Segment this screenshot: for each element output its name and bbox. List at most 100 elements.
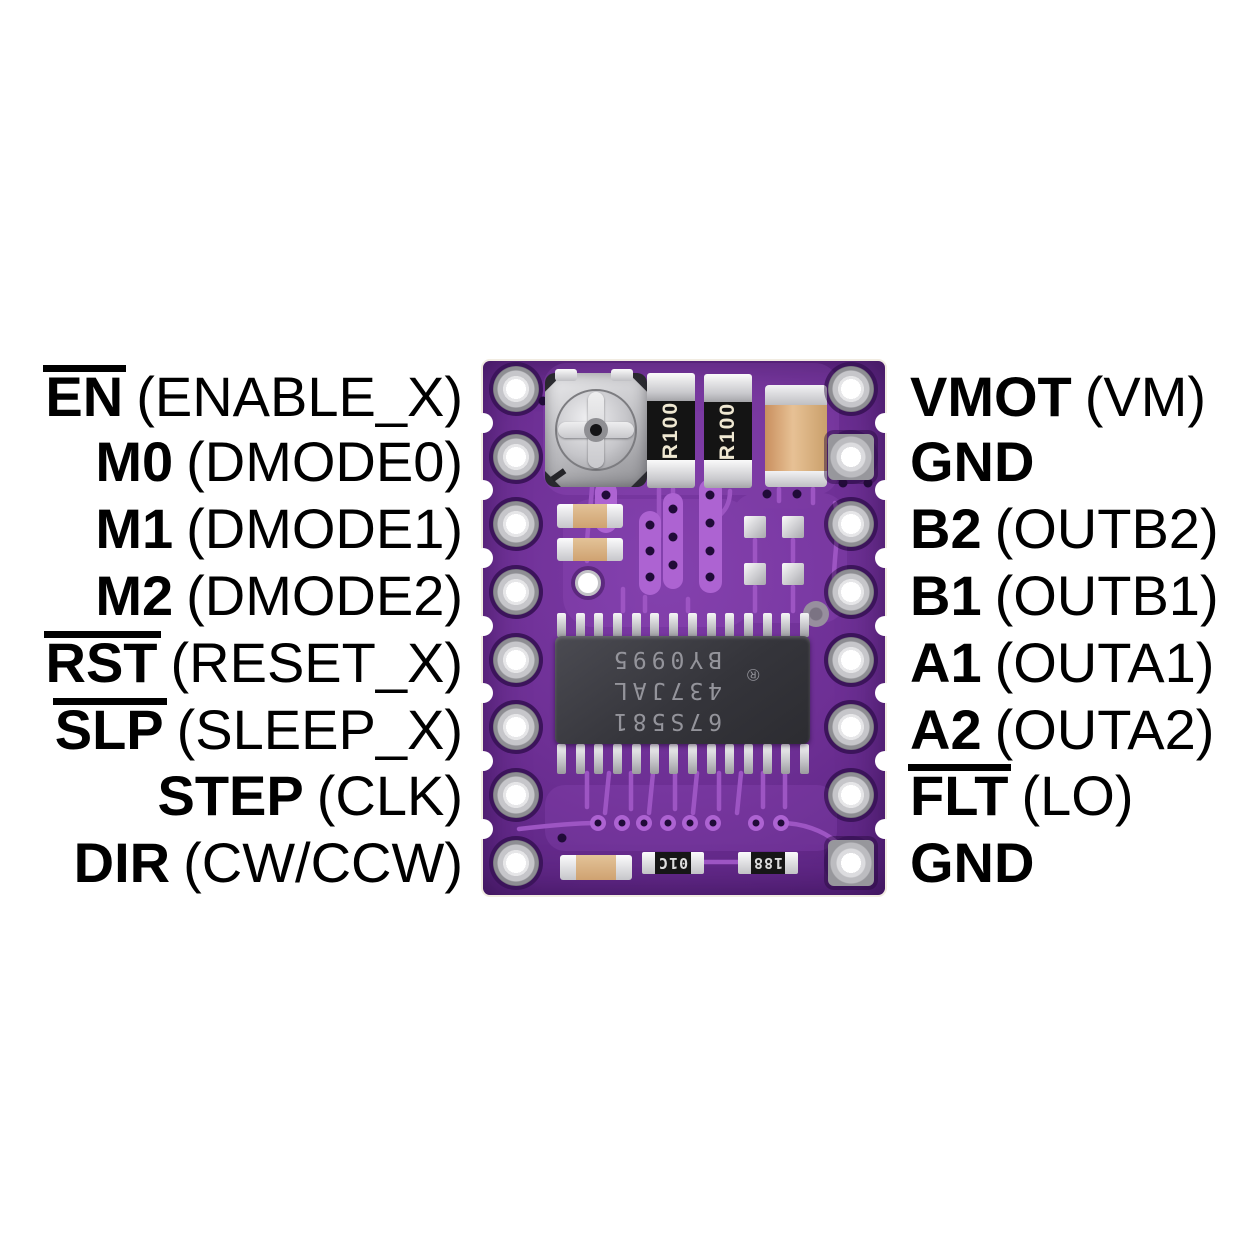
cap-end — [557, 538, 573, 561]
pin-name-b2: B2 — [910, 497, 982, 560]
pin-row-m2: M2(DMODE2) — [0, 563, 463, 629]
solder-pad — [782, 516, 804, 538]
pin-hole-a1 — [828, 637, 874, 683]
pin-hole-gnd-bottom — [828, 840, 874, 886]
chip-end — [642, 852, 655, 874]
cap-end — [607, 538, 623, 561]
bulk-capacitor — [765, 385, 827, 487]
pin-desc-slp: (SLEEP_X) — [176, 698, 463, 761]
chip-end — [738, 852, 751, 874]
cap-body — [573, 504, 607, 528]
chip-body: 188 — [751, 852, 785, 874]
pin-desc-a1: (OUTA1) — [994, 631, 1215, 694]
pin-desc-b1: (OUTB1) — [994, 564, 1219, 627]
solder-pad — [744, 563, 766, 585]
resistor-body: R100 — [704, 401, 752, 461]
pin-name-m1: M1 — [95, 497, 174, 560]
pin-name-vmot: VMOT — [910, 365, 1072, 428]
pin-row-b2: B2(OUTB2) — [910, 496, 1219, 562]
pin-row-m1: M1(DMODE1) — [0, 496, 463, 562]
smd-capacitor — [560, 855, 632, 880]
pin-hole-dir — [493, 840, 539, 886]
ic-pins-top — [557, 613, 809, 637]
cap-end — [557, 504, 573, 528]
driver-ic: 67S581 437JAL BY0995 ® — [555, 636, 810, 744]
pin-row-m0: M0(DMODE0) — [0, 429, 463, 495]
pin-name-rst: RST — [43, 631, 161, 694]
pin-row-slp: SLP(SLEEP_X) — [0, 697, 463, 763]
pin-hole-m2 — [493, 569, 539, 615]
pin-row-gnd-bottom: GND — [910, 830, 1047, 896]
chip-body: 01C — [655, 852, 691, 874]
pin-desc-step: (CLK) — [316, 764, 463, 827]
pin-desc-vmot: (VM) — [1084, 365, 1207, 428]
pin-name-en: EN — [43, 365, 126, 428]
trimpot-tab — [555, 369, 577, 381]
trimpot-center-hole — [590, 424, 602, 436]
resistor-cap — [704, 460, 752, 488]
resistor-body: R100 — [647, 401, 695, 460]
pin-desc-b2: (OUTB2) — [994, 497, 1219, 560]
pin-desc-en: (ENABLE_X) — [136, 365, 463, 428]
pin-hole-b2 — [828, 501, 874, 547]
chip-end — [785, 852, 798, 874]
pin-row-en: EN(ENABLE_X) — [0, 364, 463, 430]
pin-name-m0: M0 — [95, 430, 174, 493]
smd-resistor-188: 188 — [738, 852, 798, 874]
cap-body — [573, 538, 607, 561]
trimpot-notch — [550, 468, 567, 482]
pin-row-b1: B1(OUTB1) — [910, 563, 1219, 629]
pin-name-gnd-bottom: GND — [910, 831, 1035, 894]
smd-capacitor — [557, 504, 623, 528]
pin-name-step: STEP — [157, 764, 304, 827]
pin-hole-a2 — [828, 704, 874, 750]
chip-label: 188 — [752, 854, 784, 872]
pin-row-rst: RST(RESET_X) — [0, 630, 463, 696]
pin-name-a1: A1 — [910, 631, 982, 694]
pin-hole-b1 — [828, 569, 874, 615]
pin-row-dir: DIR(CW/CCW) — [0, 830, 463, 896]
pin-row-step: STEP(CLK) — [0, 763, 464, 829]
resistor-cap — [647, 373, 695, 401]
solder-pad — [782, 563, 804, 585]
capacitor-terminal — [765, 471, 827, 487]
pin-desc-flt: (LO) — [1021, 764, 1134, 827]
pin-name-m2: M2 — [95, 564, 174, 627]
sense-resistor-2: R100 — [704, 374, 752, 488]
ic-pins-bottom — [557, 744, 809, 774]
capacitor-terminal — [765, 385, 827, 405]
registered-trademark-icon: ® — [747, 665, 760, 684]
cap-body — [576, 855, 616, 880]
resistor-cap — [704, 374, 752, 402]
mounting-via — [575, 570, 601, 596]
pin-desc-rst: (RESET_X) — [170, 631, 464, 694]
pin-hole-m0 — [493, 434, 539, 480]
pin-desc-m2: (DMODE2) — [186, 564, 463, 627]
chip-label: 01C — [657, 854, 689, 872]
pin-name-slp: SLP — [52, 698, 167, 761]
current-trimpot — [545, 369, 647, 487]
pin-hole-slp — [493, 704, 539, 750]
pin-row-a1: A1(OUTA1) — [910, 630, 1214, 696]
pin-name-dir: DIR — [73, 831, 171, 894]
smd-capacitor — [557, 538, 623, 561]
resistor-label: R100 — [659, 401, 682, 460]
pin-row-gnd-top: GND — [910, 429, 1047, 495]
resistor-label: R100 — [716, 401, 739, 461]
pin-row-a2: A2(OUTA2) — [910, 697, 1214, 763]
smd-resistor-01c: 01C — [642, 852, 704, 874]
sense-resistor-1: R100 — [647, 373, 695, 488]
cap-end — [560, 855, 576, 880]
solder-pad — [744, 516, 766, 538]
pin-hole-rst — [493, 637, 539, 683]
pin-name-flt: FLT — [907, 764, 1012, 827]
pin-name-b1: B1 — [910, 564, 982, 627]
ic-marking-line: BY0995 — [608, 646, 723, 673]
trimpot-tab — [611, 369, 633, 381]
capacitor-body — [765, 405, 827, 471]
pin-hole-gnd-top — [828, 434, 874, 480]
cap-end — [607, 504, 623, 528]
pin-desc-dir: (CW/CCW) — [183, 831, 463, 894]
pin-hole-m1 — [493, 501, 539, 547]
